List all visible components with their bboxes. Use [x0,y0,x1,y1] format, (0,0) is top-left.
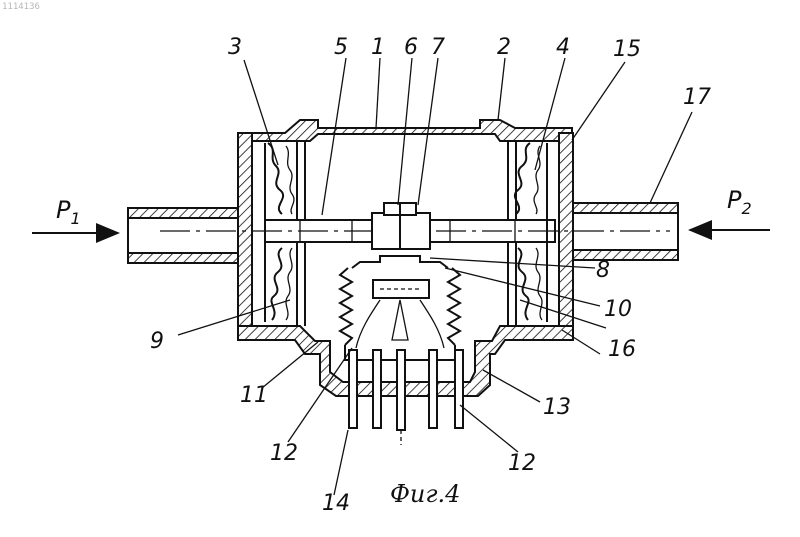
callout-11: 11 [240,383,268,408]
callout-3: 3 [228,35,242,60]
bellows-assembly [340,256,460,360]
callout-1: 1 [371,35,385,60]
document-number-stamp: 1114136 [2,2,40,12]
callout-7: 7 [431,35,445,60]
callout-4: 4 [556,35,570,60]
callout-labels: 3 5 1 6 7 2 4 15 17 8 10 16 13 9 11 12 1… [150,35,711,516]
callout-9: 9 [150,329,164,354]
callout-16: 15 [613,37,641,62]
callout-15: 16 [608,337,636,362]
left-inlet-tube [128,208,238,263]
callout-17: 17 [683,85,711,110]
p2-label: P2 [727,186,752,218]
callout-12-left: 12 [270,441,298,466]
callout-10: 10 [604,297,632,322]
callout-5: 5 [334,35,348,60]
callout-14: 14 [322,491,350,516]
leader-lines [178,58,692,495]
contact-pins [349,350,463,445]
callout-2: 2 [497,35,511,60]
callout-6: 6 [404,35,418,60]
callout-12-right: 12 [508,451,536,476]
callout-8: 8 [596,258,610,283]
callout-13: 13 [543,395,571,420]
p1-label: P1 [56,196,81,228]
figure-caption: Фиг.4 [390,480,460,508]
